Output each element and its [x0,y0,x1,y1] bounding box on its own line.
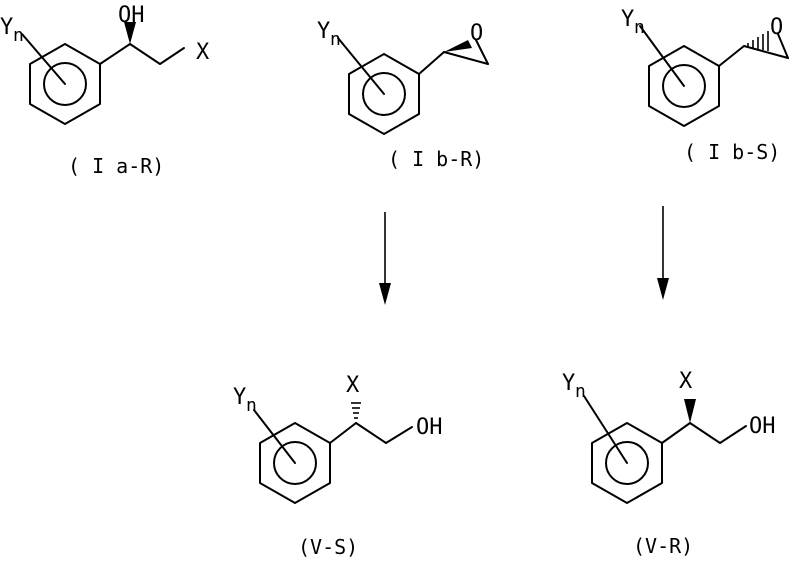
substituent-n: n [246,395,257,416]
arrow-head [657,278,669,300]
compound-ib-r: Y n O ( I b-R) [317,19,489,171]
substituent-bond [639,25,685,87]
ring-to-epoxide-bond [418,51,445,75]
label-v-r: (V-R) [633,534,693,558]
hydroxyl-oh: OH [416,415,443,440]
label-ib-s: ( I b-S) [684,140,780,164]
compound-ia-r: Y n OH X ( I a-R) [0,3,210,178]
compound-v-r: Y n X OH (V-R) [562,369,776,558]
compound-v-s: Y n X OH (V-S) [233,373,443,559]
epoxide-oxygen: O [770,15,783,40]
substituent-y: Y [0,15,13,40]
halogen-x: X [196,40,210,65]
substituent-bond [253,409,296,464]
halogen-x: X [679,369,693,394]
hydroxyl-oh: OH [749,414,776,439]
chain-bond-1 [129,43,161,65]
aromatic-circle [662,64,706,108]
substituent-n: n [634,17,645,38]
chain-bond-2 [719,425,747,444]
aromatic-circle [605,441,649,485]
label-v-s: (V-S) [298,535,358,559]
substituent-n: n [13,25,24,46]
wedge-bond-x [684,399,696,423]
hydroxyl-oh: OH [118,3,145,28]
chain-bond-1 [355,422,387,444]
compound-ib-s: Y n O ( I b-S) [621,7,789,164]
wedge-bond-oh [124,22,136,44]
label-ia-r: ( I a-R) [68,154,164,178]
epoxide-oxygen: O [470,21,483,46]
substituent-bond [337,37,385,95]
ring-to-chiral-bond [661,422,691,444]
substituent-y: Y [562,371,575,396]
label-ib-r: ( I b-R) [388,147,484,171]
substituent-y: Y [233,385,246,410]
hashed-bond-x [351,402,361,419]
ring-to-chiral-bond [99,43,131,65]
aromatic-circle [43,62,87,106]
substituent-bond [583,395,628,464]
aromatic-circle [362,72,406,116]
halogen-x: X [346,373,360,398]
substituent-y: Y [621,7,634,32]
hashed-bond-epoxide [747,31,769,51]
reaction-arrow-left [379,212,391,305]
substituent-y: Y [317,19,330,44]
ring-to-chiral-bond [329,422,357,444]
substituent-bond [21,33,66,85]
chain-bond-1 [689,422,721,444]
chain-bond-2 [159,47,185,65]
substituent-n: n [330,29,341,50]
epoxide-c-o-bond [777,33,789,59]
aromatic-circle [273,441,317,485]
wedge-bond-epoxide [444,40,472,52]
reaction-arrow-right [657,206,669,300]
epoxide-c-c-bond [743,45,789,59]
epoxide-c-o-bond [475,39,489,65]
chain-bond-2 [385,426,413,444]
epoxide-c-c-bond [443,51,489,65]
ring-to-epoxide-bond [718,45,745,67]
arrow-head [379,283,391,305]
substituent-n: n [575,381,586,402]
